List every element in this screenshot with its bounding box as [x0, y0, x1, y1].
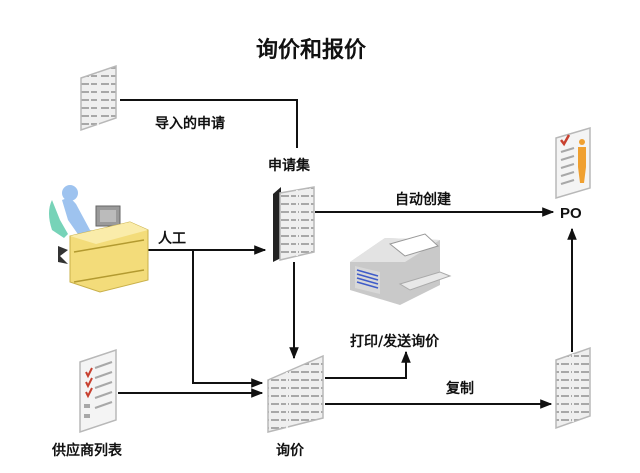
document-icon: [267, 354, 324, 433]
document-icon: [80, 64, 117, 132]
manual-label: 人工: [158, 231, 186, 247]
edge-imported-to-pool: [120, 99, 298, 148]
requisition-pool-label: 申请集: [268, 158, 310, 174]
person-at-desk-icon: [49, 185, 149, 293]
print-send-label: 打印/发送询价: [350, 334, 440, 350]
edge-rfq-to-print: [325, 350, 411, 379]
imported-requisitions-label: 导入的申请: [155, 116, 225, 132]
checklist-icon: [79, 348, 117, 434]
purchase-order-document-icon: [555, 126, 591, 200]
rfq-label: 询价: [276, 443, 304, 459]
po-label: PO: [560, 205, 582, 222]
supplier-list-label: 供应商列表: [52, 443, 122, 459]
document-icon: [555, 346, 591, 430]
edge-manual-to-rfq: [192, 250, 264, 388]
diagram-title: 询价和报价: [256, 38, 367, 63]
copy-label: 复制: [446, 381, 474, 397]
document-stack-icon: [273, 186, 315, 262]
printer-icon: [350, 233, 452, 305]
connectors: [118, 99, 577, 409]
auto-create-label: 自动创建: [395, 192, 451, 208]
